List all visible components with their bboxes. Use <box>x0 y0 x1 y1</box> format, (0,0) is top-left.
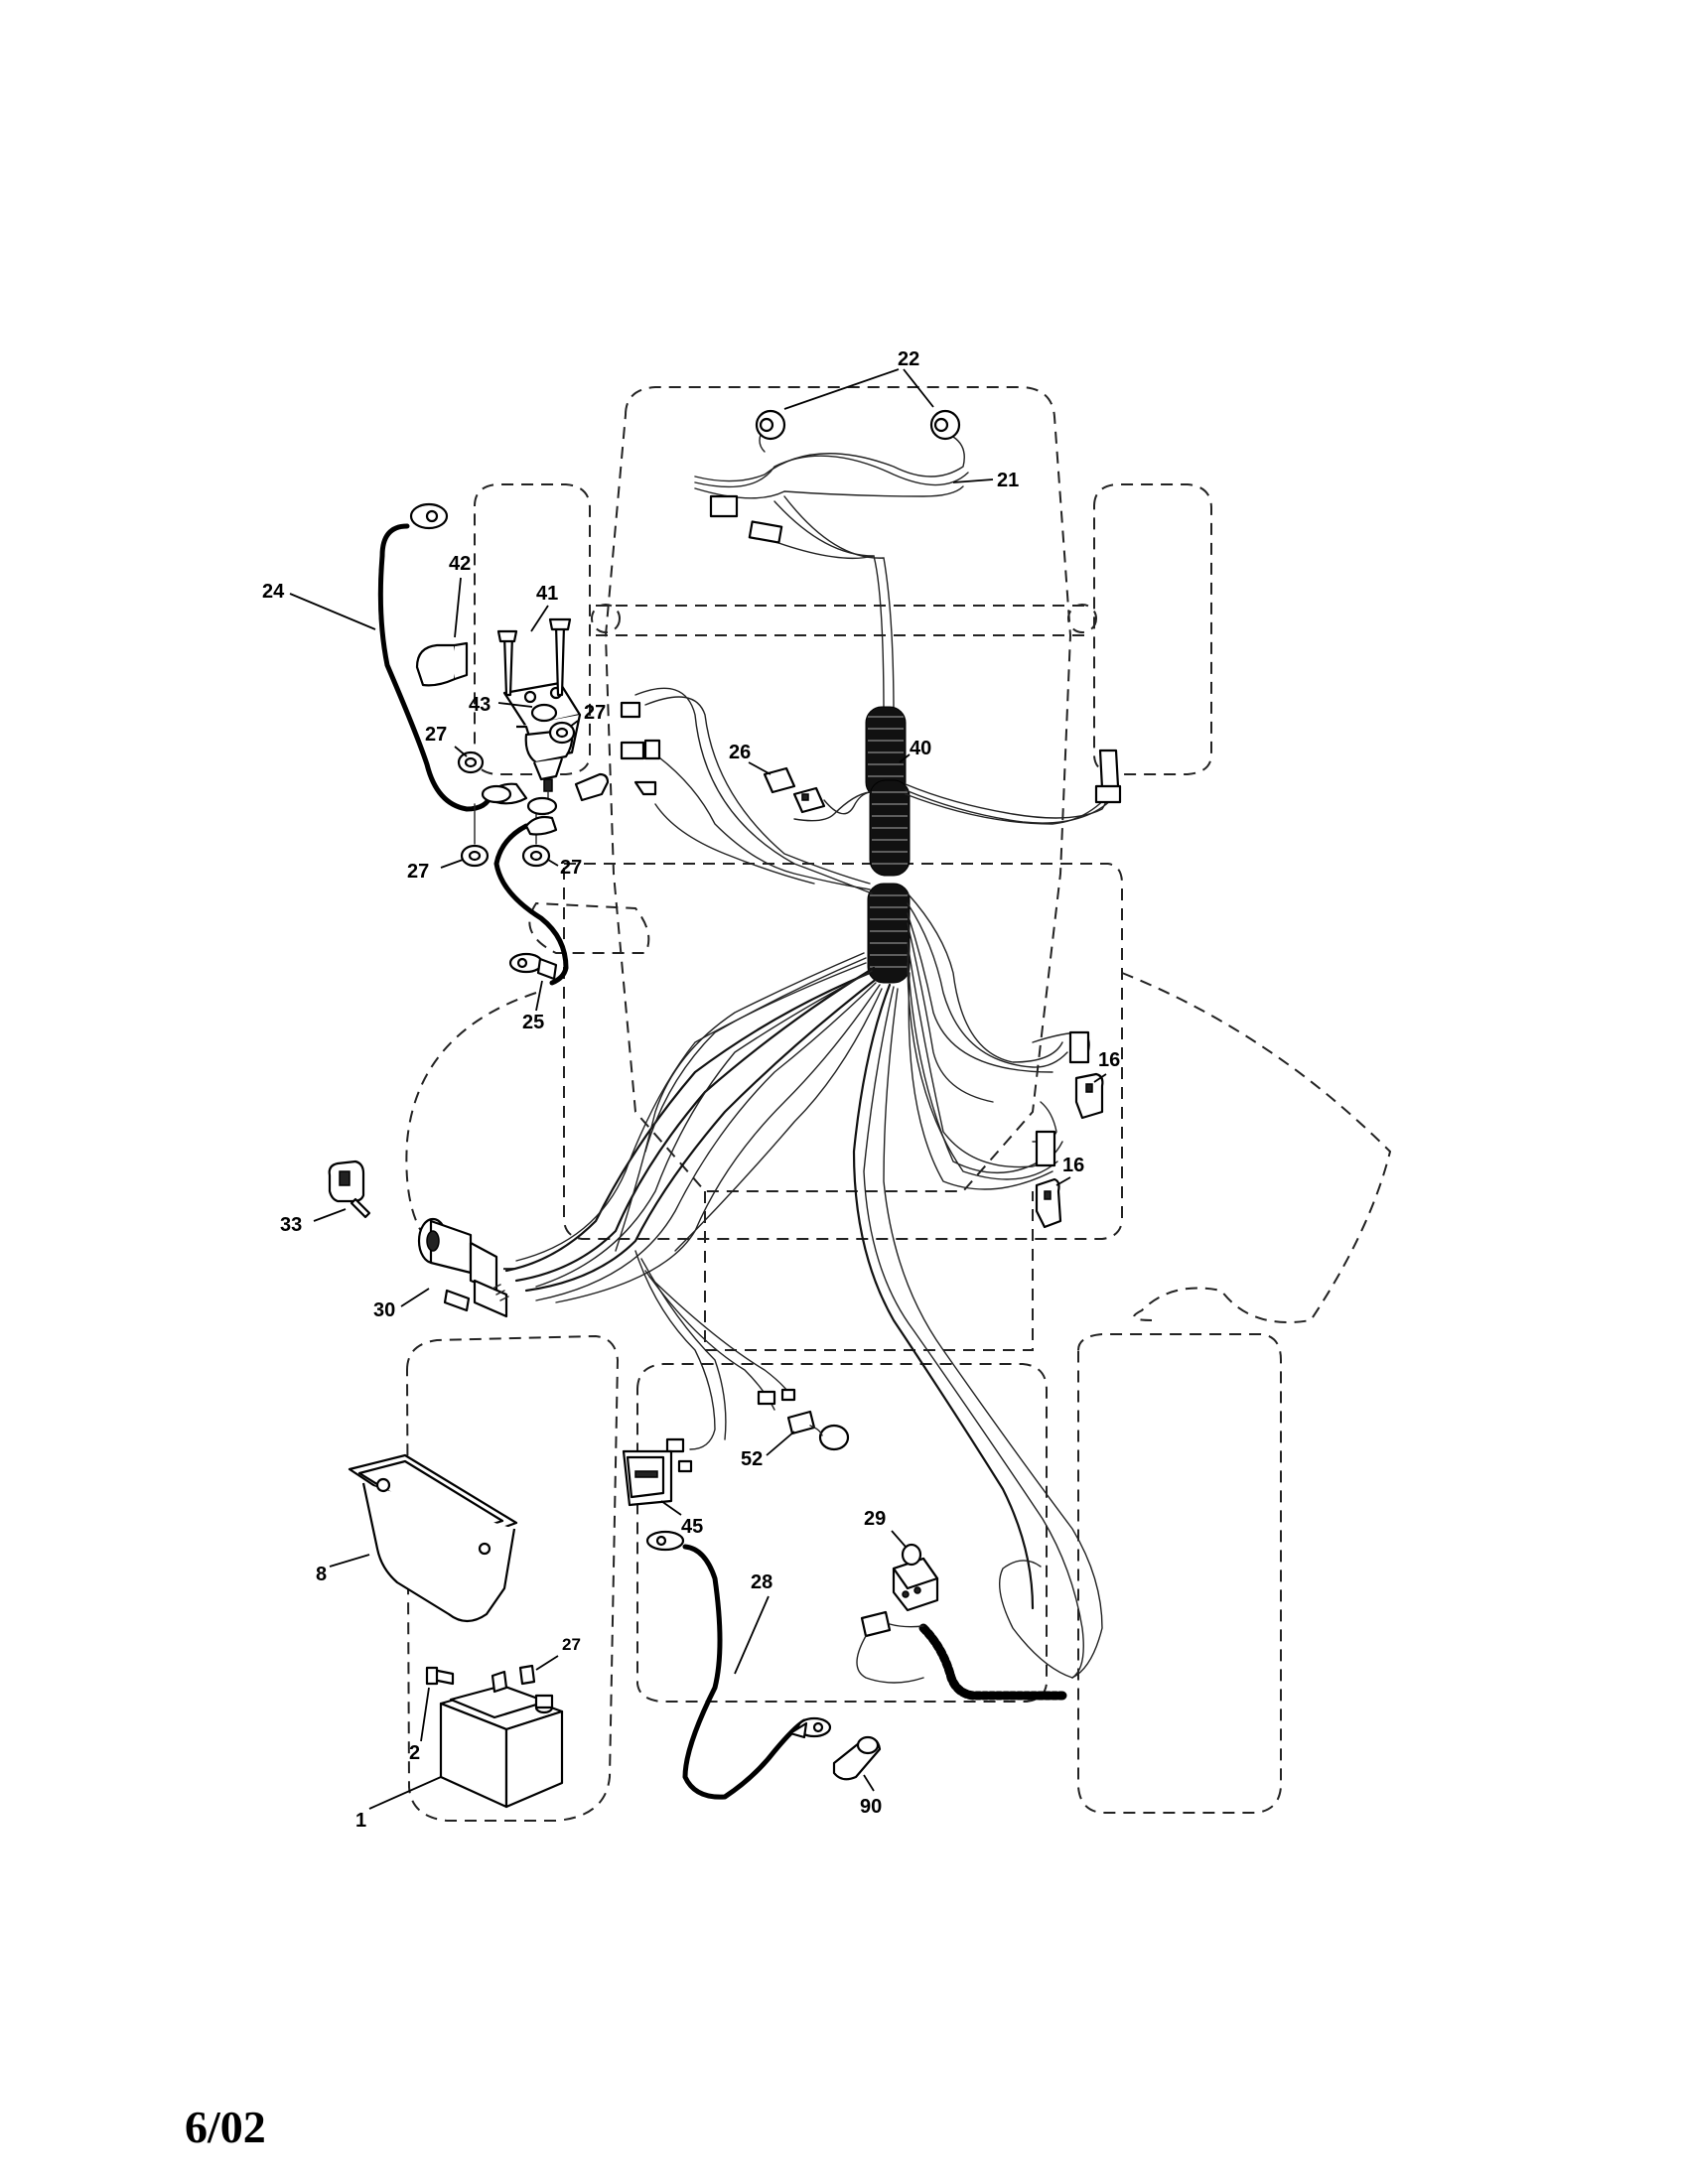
harness-loom <box>865 706 911 984</box>
frame-outline <box>563 863 1123 1240</box>
rear-wheel-right <box>1077 1333 1282 1814</box>
fuse-holder <box>620 741 645 760</box>
callout-27-right: 27 <box>584 702 606 724</box>
pto-connector <box>860 1610 892 1638</box>
callout-41: 41 <box>536 583 558 605</box>
fuse-connectors <box>620 701 661 796</box>
front-wheel-right <box>1093 483 1212 775</box>
interlock-switch-upper <box>1074 1072 1104 1120</box>
harness-wires <box>504 687 1118 1679</box>
solenoid-screw <box>502 633 514 697</box>
lower-harness-parts <box>622 1388 850 1516</box>
key-blade <box>350 1197 371 1219</box>
wire-connector <box>665 1437 685 1453</box>
tray-body <box>361 1482 516 1623</box>
headlight-plug <box>748 520 783 544</box>
ignition-key-33 <box>313 1160 371 1222</box>
battery-assembly <box>368 1655 564 1810</box>
front-wheel-left <box>474 483 591 775</box>
battery-side <box>504 1709 564 1809</box>
tractor-outline <box>405 386 1392 1822</box>
front-axle-outline <box>596 605 1084 636</box>
callout-45: 45 <box>681 1516 703 1538</box>
callout-27-battery: 27 <box>562 1635 581 1654</box>
callout-52: 52 <box>741 1448 763 1470</box>
switch-connector-lower <box>1035 1130 1056 1167</box>
fuse-26 <box>748 761 871 815</box>
interlock-switch-lower <box>1035 1177 1062 1229</box>
pto-knob <box>901 1543 922 1567</box>
interlock-switches <box>1032 1030 1107 1229</box>
battery-box-8 <box>329 1453 518 1623</box>
terminal-clamp <box>491 1670 508 1694</box>
callout-43: 43 <box>469 694 491 716</box>
seat-base-outline <box>704 1191 1034 1351</box>
axle-pivot-right <box>1067 604 1097 633</box>
starter-solenoid-group <box>415 577 610 869</box>
callout-26: 26 <box>729 742 751 763</box>
hood-outline <box>604 386 1072 1192</box>
callout-42: 42 <box>449 553 471 575</box>
battery-cable-25 <box>493 815 569 1012</box>
callout-30: 30 <box>373 1299 395 1321</box>
pto-switch-29 <box>856 1530 1067 1701</box>
callout-28: 28 <box>751 1571 772 1593</box>
callout-27-lower-right: 27 <box>560 857 582 879</box>
callout-16-lower: 16 <box>1062 1155 1084 1176</box>
terminal-boot-90 <box>832 1735 882 1792</box>
switch-plug-small <box>443 1289 471 1312</box>
side-connector <box>1098 749 1120 790</box>
loom-ribs <box>868 716 908 968</box>
callout-25: 25 <box>522 1012 544 1033</box>
callout-22: 22 <box>898 348 919 370</box>
callout-2: 2 <box>409 1742 420 1764</box>
callout-21: 21 <box>997 470 1019 491</box>
switch-plug <box>473 1279 508 1318</box>
callout-labels: 22 21 24 42 41 43 27 27 26 40 27 27 25 1… <box>262 348 1120 1832</box>
callout-33: 33 <box>280 1214 302 1236</box>
callout-40: 40 <box>910 738 931 759</box>
headlight-connector <box>709 494 739 518</box>
deck-outline <box>1121 972 1392 1323</box>
callout-8: 8 <box>316 1564 327 1585</box>
date-code: 6/02 <box>185 2102 266 2152</box>
callout-16-upper: 16 <box>1098 1049 1120 1071</box>
callout-90: 90 <box>860 1796 882 1818</box>
fender-outline <box>528 901 650 954</box>
seat-outline <box>636 1363 1048 1703</box>
connector-clip <box>620 701 641 719</box>
terminal-boot <box>574 772 610 802</box>
solenoid-boot <box>415 643 459 687</box>
callout-27-left: 27 <box>425 724 447 746</box>
fuse-socket <box>792 786 826 814</box>
right-connector <box>1094 749 1122 804</box>
callout-24: 24 <box>262 581 285 603</box>
battery-cable-28 <box>645 1530 832 1800</box>
callout-1: 1 <box>355 1810 366 1832</box>
rear-wheel-left <box>405 1334 620 1822</box>
switch-connector-upper <box>1068 1030 1090 1064</box>
bulb <box>818 1424 850 1451</box>
axle-pivot-left <box>591 604 621 633</box>
ground-cable-24 <box>289 502 528 812</box>
bulb-socket <box>786 1410 816 1435</box>
callout-29: 29 <box>864 1508 886 1530</box>
callout-27-lower-left: 27 <box>407 861 429 883</box>
headlight-harness <box>694 368 994 716</box>
terminal-nut <box>518 1664 536 1686</box>
fuse <box>763 766 796 794</box>
ignition-switch-30 <box>400 1217 509 1318</box>
